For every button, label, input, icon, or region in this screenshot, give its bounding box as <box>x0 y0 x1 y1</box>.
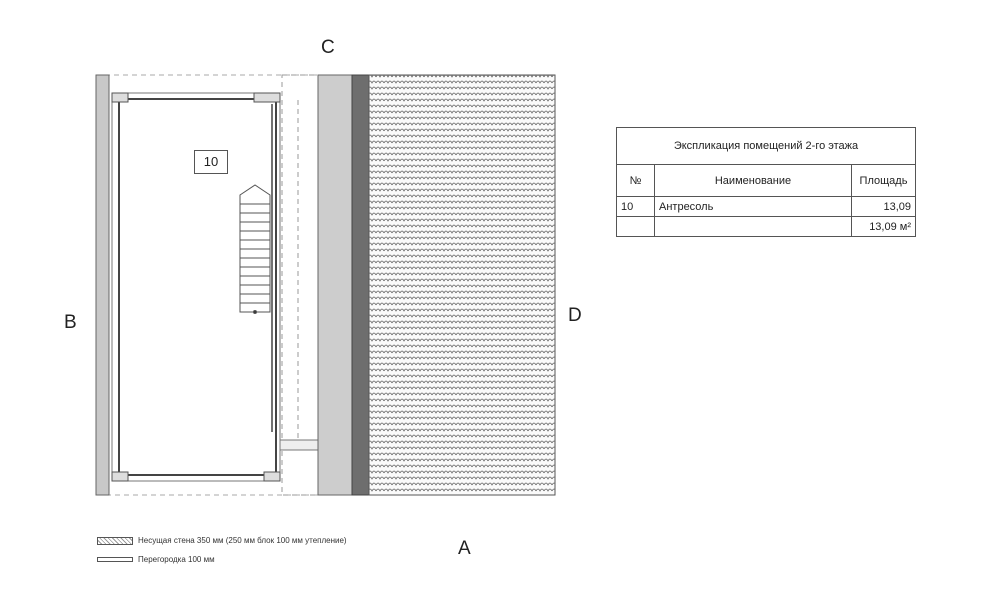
table-total-row: 13,09 м² <box>616 216 916 237</box>
row-no: 10 <box>616 196 655 217</box>
wall-c-light <box>317 74 353 496</box>
axis-b-label: B <box>64 312 77 333</box>
wall-c-dark <box>351 74 370 496</box>
room-outline-inner <box>118 98 277 476</box>
dashed-contour <box>95 74 322 496</box>
dashed-void <box>281 74 319 496</box>
room-corner-br <box>263 471 281 482</box>
explication-title: Экспликация помещений 2-го этажа <box>616 127 916 165</box>
room-outline-outer <box>111 92 281 482</box>
legend-bearing-wall: Несущая стена 350 мм (250 мм блок 100 мм… <box>97 536 347 545</box>
explication-table: Экспликация помещений 2-го этажа № Наиме… <box>616 127 916 237</box>
stair-landing <box>279 439 319 451</box>
row-area: 13,09 <box>851 196 916 217</box>
room-corner-bl <box>111 471 129 482</box>
total-area: 13,09 м² <box>851 216 916 237</box>
bearing-wall-swatch <box>97 536 133 545</box>
header-name: Наименование <box>654 164 852 197</box>
partition-swatch <box>97 557 133 563</box>
room-number-tag: 10 <box>194 150 228 174</box>
staircase <box>239 184 271 314</box>
legend-partition-label: Перегородка 100 мм <box>138 555 215 564</box>
row-name: Антресоль <box>654 196 852 217</box>
legend-bearing-wall-label: Несущая стена 350 мм (250 мм блок 100 мм… <box>138 536 347 545</box>
table-row: 10 Антресоль 13,09 <box>616 196 916 217</box>
room-corner-tl <box>111 92 129 103</box>
header-area: Площадь <box>851 164 916 197</box>
roof-tiles <box>368 74 556 496</box>
legend-partition: Перегородка 100 мм <box>97 555 215 564</box>
axis-d-label: D <box>568 305 582 326</box>
axis-a-label: A <box>458 538 471 559</box>
room-corner-tr <box>253 92 281 103</box>
header-no: № <box>616 164 655 197</box>
axis-c-label: C <box>321 37 335 58</box>
explication-header: № Наименование Площадь <box>616 164 916 197</box>
wall-b <box>95 74 110 496</box>
